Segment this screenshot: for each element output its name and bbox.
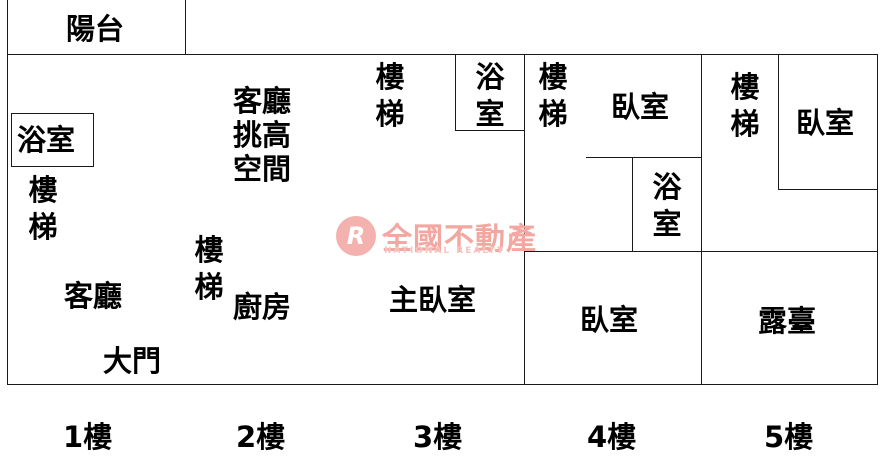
floor5-divider: [701, 251, 878, 252]
watermark-name-en: NATIONAL REALTY: [384, 246, 506, 256]
floor-1-caption: 1樓: [63, 420, 113, 454]
floor1-bath-label: 浴室: [17, 123, 76, 157]
floor2-living-high-label: 客廳挑高空間: [233, 84, 292, 186]
floor4-bedroom-top-label: 臥室: [611, 90, 670, 124]
balcony-label: 陽台: [66, 12, 125, 46]
floor1-living-label: 客廳: [64, 279, 123, 313]
floor5-stairs-label: 樓梯: [730, 70, 760, 141]
floor5-terrace-label: 露臺: [758, 304, 817, 338]
floor3-bath-room: [455, 54, 525, 131]
floor4-bath-label: 浴室: [652, 170, 682, 241]
floor-2-caption: 2樓: [236, 420, 286, 454]
floor3-master-label: 主臥室: [389, 283, 477, 317]
floor-3-caption: 3樓: [413, 420, 463, 454]
floor2-stairs-label: 樓梯: [194, 233, 224, 304]
floor-5-caption: 5樓: [764, 420, 814, 454]
watermark-name: 全國不動產: [382, 222, 537, 257]
watermark: R 全國不動產 NATIONAL REALTY: [336, 214, 546, 258]
floor5-bedroom: [778, 54, 878, 190]
watermark-logo-icon: R: [336, 216, 376, 256]
floor1-stairs-label: 樓梯: [28, 173, 58, 244]
floor4-divider-top: [586, 157, 702, 158]
floor2-kitchen-label: 廚房: [233, 290, 292, 324]
floor5-outline: [701, 54, 878, 385]
floor4-divider-mid: [524, 251, 702, 252]
floor3-bath-label: 浴室: [475, 60, 505, 131]
floor1-door-label: 大門: [103, 344, 162, 378]
floor4-bath-wall: [632, 157, 633, 252]
floor4-bedroom-bottom-label: 臥室: [580, 303, 639, 337]
floor1-bath-room: [11, 113, 94, 167]
floor5-bedroom-label: 臥室: [796, 106, 855, 140]
floor-4-caption: 4樓: [587, 420, 637, 454]
floor4-stairs-label: 樓梯: [538, 60, 568, 131]
floor3-stairs-label: 樓梯: [375, 60, 405, 131]
